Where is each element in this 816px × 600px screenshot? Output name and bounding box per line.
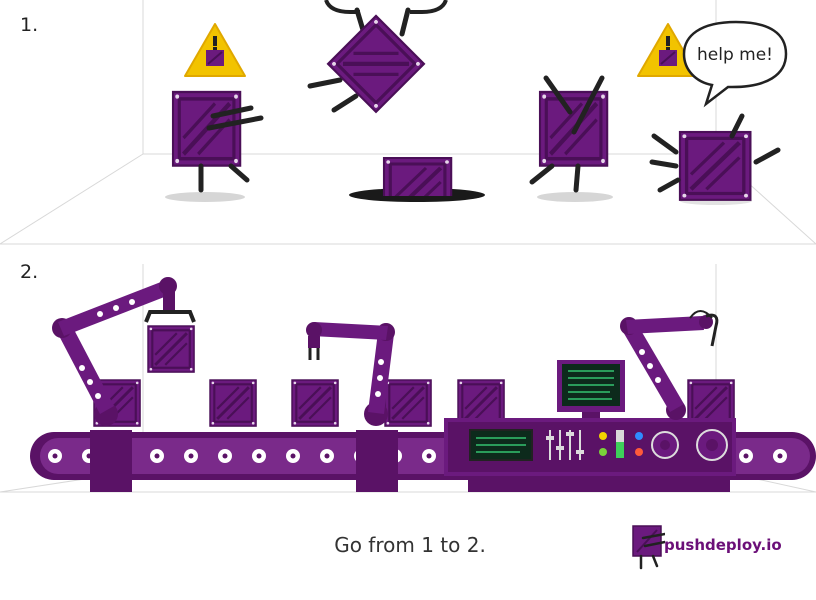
panel-1-label: 1. [20, 14, 39, 36]
distressed-crate [649, 113, 781, 200]
crate-logo-icon [632, 525, 665, 570]
belt-crate [290, 378, 340, 428]
caption: Go from 1 to 2. [334, 533, 486, 557]
belt-crate [208, 378, 258, 428]
sinking-crate [384, 158, 451, 222]
robot-arm-plug [306, 322, 398, 492]
brand-name: pushdeploy.io [664, 536, 782, 554]
speech-bubble-text: help me! [697, 45, 773, 65]
control-machine [444, 360, 736, 492]
robot-arm-welder [620, 310, 719, 420]
walking-crate [173, 92, 264, 193]
belt-crate [383, 378, 433, 428]
pierced-crate [529, 75, 607, 193]
warning-sign-1 [184, 23, 246, 77]
robot-arm-gripper [52, 277, 196, 492]
brand-logo: pushdeploy.io [631, 524, 782, 572]
panel-2-label: 2. [20, 261, 39, 283]
crate-shadow [165, 192, 245, 202]
speech-bubble: help me! [682, 20, 788, 108]
crate-shadow [537, 192, 613, 202]
dangling-crate [307, 0, 448, 112]
